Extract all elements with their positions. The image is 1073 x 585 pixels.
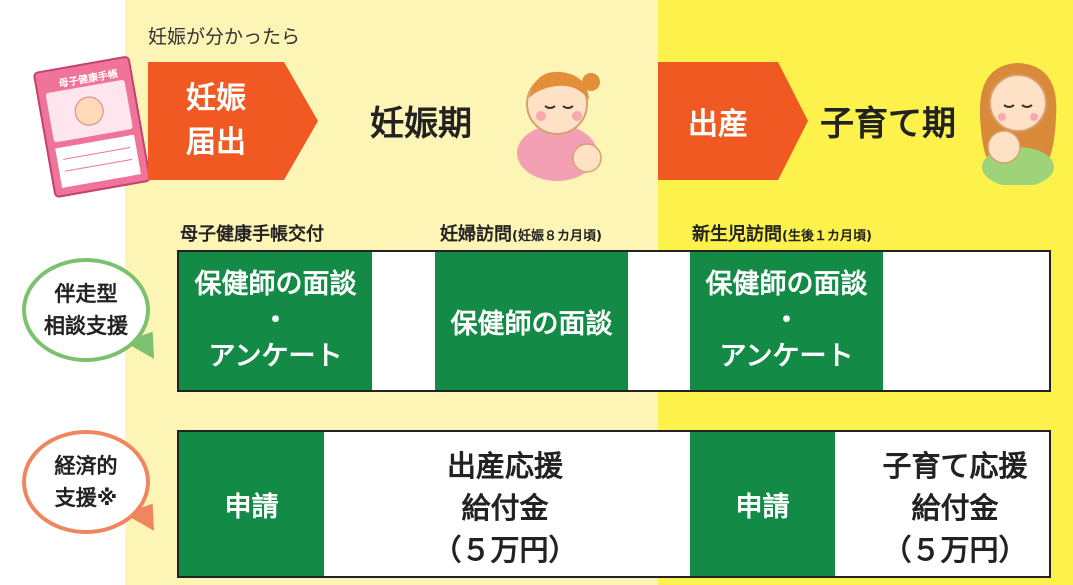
box5-text: 申請 (735, 491, 790, 523)
newborn-visit-note: (生後１カ月頃) (782, 229, 872, 244)
economic-bubble-line1: 経済的 (54, 454, 118, 478)
birth-benefit-text: 出産応援 給付金 （５万円） (432, 449, 578, 567)
prenatal-visit-note: (妊娠８カ月頃) (512, 229, 602, 244)
consultation-support-bubble: 伴走型 相談支援 (22, 258, 150, 362)
newborn-visit-label: 新生児訪問(生後１カ月頃) (692, 220, 872, 246)
arrow1-line1: 妊娠 (186, 81, 246, 116)
health-nurse-interview-survey-box-1: 保健師の面談 ・ アンケート (179, 252, 372, 390)
maternal-handbook-icon (33, 56, 151, 198)
handbook-issue-label: 母子健康手帳交付 (180, 224, 324, 245)
childcare-benefit-text: 子育て応援 給付金 （５万円） (882, 449, 1028, 567)
support-bubble-line2: 相談支援 (44, 314, 128, 338)
box2-text: 保健師の面談 (450, 308, 613, 340)
support-bubble-line1: 伴走型 (54, 282, 118, 306)
childcare-period-title: 子育て期 (820, 104, 956, 144)
prenatal-visit-text: 妊婦訪問 (440, 224, 512, 245)
economic-bubble-line2: 支援※ (54, 486, 118, 510)
prenatal-visit-label: 妊婦訪問(妊娠８カ月頃) (440, 220, 602, 246)
application-box-2: 申請 (690, 432, 835, 576)
pregnant-woman-icon (517, 71, 602, 181)
application-box-1: 申請 (179, 432, 324, 576)
health-nurse-interview-box: 保健師の面談 (435, 252, 628, 390)
pregnancy-period-title: 妊娠期 (370, 104, 472, 144)
mother-baby-icon (979, 63, 1057, 185)
economic-support-bubble: 経済的 支援※ (22, 430, 150, 534)
pregnancy-notification-arrow: 妊娠 届出 (148, 62, 318, 180)
top-note: 妊娠が分かったら (148, 26, 301, 48)
newborn-visit-text: 新生児訪問 (692, 224, 782, 245)
box4-text: 申請 (224, 491, 279, 523)
box3-text: 保健師の面談 ・ アンケート (705, 269, 868, 372)
arrow1-line2: 届出 (186, 125, 246, 160)
health-nurse-interview-survey-box-2: 保健師の面談 ・ アンケート (690, 252, 883, 390)
box1-text: 保健師の面談 ・ アンケート (194, 269, 357, 372)
birth-arrow: 出産 (658, 62, 808, 180)
